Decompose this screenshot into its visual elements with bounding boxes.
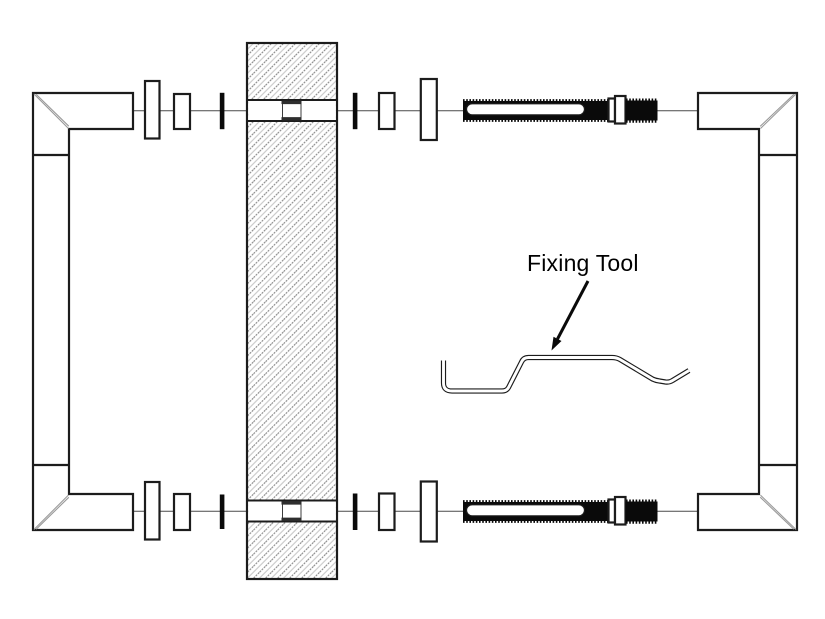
annotation-arrow	[551, 280, 590, 351]
miter-line	[759, 496, 795, 530]
rose-washer-bottom-right	[419, 480, 438, 543]
threaded-fixing-bolt-top	[463, 94, 658, 125]
fixing-tool-label: Fixing Tool	[527, 250, 639, 276]
door-hole-top	[247, 99, 337, 122]
miter-line	[35, 496, 70, 530]
fixing-pack-bottom	[143, 480, 658, 543]
gasket-bottom-right	[352, 493, 358, 530]
fixing-tool-body	[442, 356, 690, 393]
door-hole-bottom	[247, 499, 337, 523]
rose-washer-top-left	[143, 79, 161, 140]
gasket-top-right	[352, 92, 358, 130]
bolt-threaded-tail	[625, 501, 658, 522]
gasket-bottom-left	[219, 494, 225, 529]
rose-washer-bottom-left	[143, 480, 161, 541]
door-hatched-body	[245, 41, 339, 581]
fixing-tool	[440, 354, 691, 394]
miter-line	[760, 494, 797, 530]
miter-line	[759, 94, 795, 127]
fixing-tool-outline	[440, 354, 691, 394]
pull-handle-left-outline	[31, 91, 135, 532]
pull-handle-right	[696, 91, 799, 532]
pull-handle-right-outline	[696, 91, 799, 532]
spacer-washer-bottom-right	[377, 492, 396, 532]
miter-line	[35, 94, 70, 127]
pull-handle-left	[31, 91, 135, 532]
arrow-head-icon	[551, 336, 562, 351]
miter-line	[33, 494, 69, 530]
fixing-pack-top	[143, 77, 658, 142]
bolt-shank	[465, 103, 586, 116]
spacer-washer-bottom-left	[172, 492, 192, 532]
arrow-shaft	[556, 280, 590, 340]
spacer-washer-top-left	[172, 92, 192, 131]
hex-nut-top	[613, 94, 627, 125]
bolt-threaded-tail	[625, 100, 658, 121]
threaded-fixing-bolt-bottom	[463, 495, 658, 526]
door-panel-section	[245, 41, 339, 581]
miter-line	[760, 93, 797, 129]
gasket-top-left	[219, 92, 225, 130]
spacer-washer-top-right	[377, 91, 396, 131]
bolt-shank	[465, 504, 586, 517]
hex-nut-bottom	[613, 495, 627, 526]
miter-line	[33, 93, 69, 129]
centerlines	[133, 110, 698, 512]
rose-washer-top-right	[419, 77, 438, 142]
